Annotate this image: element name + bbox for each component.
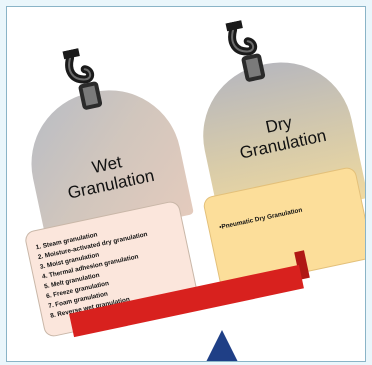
dry-weight-hook-icon xyxy=(225,20,266,82)
wet-weight-hook-icon xyxy=(62,48,103,110)
list-item: •Pneumatic Dry Granulation xyxy=(218,206,303,232)
diagram-frame: Wet Granulation 1. Steam granulation 2. … xyxy=(6,6,366,362)
fulcrum-triangle-icon xyxy=(206,330,238,361)
